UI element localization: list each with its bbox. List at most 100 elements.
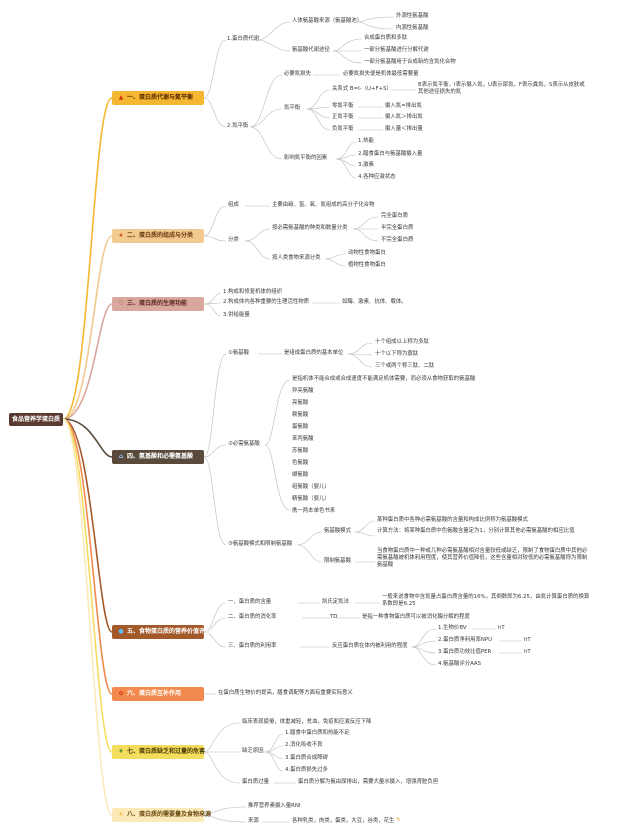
node-s3-f1[interactable]: 1.构成和修复机体的组织: [223, 289, 283, 295]
node-s1-fac-3[interactable]: 3.激素: [358, 162, 374, 168]
node-s7-def[interactable]: 缺乏原因: [242, 748, 264, 754]
node-s4-ess-item[interactable]: 缬氨酸: [292, 472, 309, 478]
node-s4-pattern-d2[interactable]: 计算方法：将某种蛋白质中色氨酸含量定为1，分别计算其他必需氨基酸的相应比值: [377, 528, 575, 534]
node-s2-byaa[interactable]: 按必需氨基酸的种类和数量分类: [272, 225, 348, 231]
section-6[interactable]: ✿六、蛋白质互补作用: [112, 687, 204, 701]
node-s8-src-d[interactable]: 各种乳类，肉类，蛋类，大豆，谷类，花生: [292, 818, 395, 824]
node-s1-src-a[interactable]: 外源性氨基酸: [396, 13, 429, 19]
node-s4-pattern[interactable]: 氨基酸模式: [324, 528, 351, 534]
node-s1-pos[interactable]: 正氮平衡: [332, 114, 354, 120]
node-s5-c1[interactable]: 一、蛋白质的含量: [228, 599, 272, 605]
node-s7-d4[interactable]: 4.蛋白质损失过多: [285, 767, 328, 773]
node-s4-mnemonic[interactable]: 携一两本单色书来: [292, 508, 336, 514]
node-s8-rni[interactable]: 推荐营养素摄入量RNI: [248, 803, 301, 809]
node-s6-d[interactable]: 在蛋白质生物价的提高，膳食调配等方面有重要实际意义: [218, 690, 353, 696]
node-s2-aa1[interactable]: 完全蛋白质: [381, 213, 408, 219]
node-s1-src[interactable]: 人体氨基酸来源（氨基酸池）: [292, 18, 363, 24]
node-s1-nbal[interactable]: 氮平衡: [284, 105, 301, 111]
node-s4-unit[interactable]: 是组成蛋白质的基本单位: [284, 350, 344, 356]
node-s1-zero[interactable]: 零氮平衡: [332, 103, 354, 109]
node-s5-r2-m[interactable]: hT: [524, 637, 531, 643]
node-s2-aa3[interactable]: 不完全蛋白质: [381, 237, 414, 243]
node-s1-pos-d[interactable]: 摄入氮＞排出氮: [385, 114, 423, 120]
node-s7-clin[interactable]: 临床表现疲倦，体重减轻，贫血，免疫和应激反应下降: [242, 719, 372, 725]
node-s5-r1-m[interactable]: hT: [498, 625, 505, 631]
node-s4-limit[interactable]: 限制氨基酸: [324, 558, 351, 564]
node-s4-mode[interactable]: ③氨基酸模式和限制氨基酸: [228, 541, 293, 547]
node-s2-comp-d[interactable]: 主要由碳、氢、氧、氮组成的高分子化合物: [272, 202, 375, 208]
node-s4-ess-item[interactable]: 色氨酸: [292, 460, 309, 466]
node-s1-fac-2[interactable]: 2.膳食蛋白与氨基酸摄入量: [358, 151, 423, 157]
node-s5-r3[interactable]: 3.蛋白质功效比值PER: [438, 649, 492, 655]
section-8[interactable]: ☀八、蛋白质的需要量及食物来源: [112, 808, 211, 822]
node-s4-ess-item[interactable]: 苯丙氨酸: [292, 436, 314, 442]
node-s1-neg-d[interactable]: 摄入量＜排出量: [385, 126, 423, 132]
node-s1-fac-1[interactable]: 1.热能: [358, 138, 374, 144]
node-s2-bysrc[interactable]: 按人类食物来源分类: [272, 255, 321, 261]
section-5[interactable]: ●五、食物蛋白质的营养价值评价: [112, 625, 211, 639]
node-s4-ess-item[interactable]: 异亮氨酸: [292, 388, 314, 394]
node-s5-c1-d[interactable]: 一般来说食物中含氮量占蛋白质含量的16%，其倒数即为6.25，由氮计算蛋白质的换…: [382, 594, 590, 607]
section-7[interactable]: ♦七、蛋白质缺乏和过量的危害: [112, 745, 205, 759]
node-s4-u2[interactable]: 十个以下称为寡肽: [375, 351, 419, 357]
node-s4-u3[interactable]: 三个或两个称三肽、二肽: [375, 363, 435, 369]
node-s5-c2-m[interactable]: TD: [330, 614, 338, 620]
node-s5-r3-m[interactable]: hT: [524, 649, 531, 655]
node-s4-ess[interactable]: ②必需氨基酸: [228, 441, 260, 447]
node-s1-path-a[interactable]: 合成蛋白质和多肽: [364, 35, 408, 41]
section-3[interactable]: ♡三、蛋白质的生理功能: [112, 297, 204, 311]
node-s4-ess-item[interactable]: 苏氨酸: [292, 448, 309, 454]
node-s1-loss-d[interactable]: 必要氮损失便是机体最低需要量: [343, 71, 419, 77]
node-s5-c3[interactable]: 三、蛋白质的利用率: [228, 643, 277, 649]
node-s4-ess-item[interactable]: 蛋氨酸: [292, 424, 309, 430]
node-s1-loss[interactable]: 必要氮损失: [284, 71, 311, 77]
node-s1-formula[interactable]: 关系式 B=I-（U+F+S）: [332, 86, 392, 92]
node-s1-nb[interactable]: 2.氮平衡: [227, 123, 249, 129]
node-s8-src[interactable]: 来源: [248, 818, 259, 824]
node-s2-aa2[interactable]: 半完全蛋白质: [381, 225, 414, 231]
node-s4-limit-d[interactable]: 当食物蛋白质中一种或几种必需氨基酸相对含量较低或缺乏，限制了食物蛋白质中其他必需…: [377, 548, 588, 568]
node-s7-d1[interactable]: 1.膳食中蛋白质和热能不足: [285, 730, 350, 736]
node-s1-path-b[interactable]: 一部分氨基酸进行分解代谢: [364, 47, 429, 53]
node-s1-fac-4[interactable]: 4.各种应激状态: [358, 174, 396, 180]
node-s7-d3[interactable]: 3.蛋白质合成障碍: [285, 755, 328, 761]
node-s2-cls[interactable]: 分类: [228, 237, 239, 243]
node-s2-src2[interactable]: 植物性食物蛋白: [348, 262, 386, 268]
node-s1-metab[interactable]: 1.蛋白质代谢: [227, 36, 260, 42]
node-s4-ess-item[interactable]: 赖氨酸: [292, 412, 309, 418]
node-s4-aa[interactable]: ①氨基酸: [228, 350, 250, 356]
root-topic[interactable]: 食品营养学蛋白质: [9, 413, 63, 426]
node-s2-src1[interactable]: 动物性食物蛋白: [348, 250, 386, 256]
section-2[interactable]: ★二、蛋白质的组成与分类: [112, 229, 204, 243]
section-1[interactable]: ▲一、蛋白质代谢与氮平衡: [112, 91, 204, 105]
node-s4-pattern-d1[interactable]: 某种蛋白质中各种必需氨基酸的含量和构成比例称为氨基酸模式: [377, 517, 528, 523]
node-s5-r2[interactable]: 2.蛋白质净利用率NPU: [438, 637, 493, 643]
node-s4-ess-item[interactable]: 精氨酸（婴儿）: [292, 496, 330, 502]
node-s5-c1-m[interactable]: 凯氏定氮法: [322, 599, 349, 605]
node-s4-ess-def[interactable]: 是指机体不能合成或合成速度不能满足机体需要，而必须从食物获取的氨基酸: [292, 376, 476, 382]
node-s1-formula-d[interactable]: B表示氮平衡，I表示摄入氮，U表示尿氮，F表示粪氮，S表示从皮肤或其他途径损失的…: [418, 82, 585, 95]
node-s7-excess-d[interactable]: 蛋白质分解为氨由尿排出，需要大量水摄入，增强肾脏负担: [298, 779, 439, 785]
node-s1-fac[interactable]: 影响氮平衡的因素: [284, 155, 328, 161]
node-s1-neg[interactable]: 负氮平衡: [332, 126, 354, 132]
node-s1-src-b[interactable]: 内源性氨基酸: [396, 25, 429, 31]
node-s2-comp[interactable]: 组成: [228, 202, 239, 208]
section-4[interactable]: ⌂四、氨基酸和必需氨基酸: [112, 450, 204, 464]
node-s4-ess-item[interactable]: 亮氨酸: [292, 400, 309, 406]
node-s3-f2-d[interactable]: 如酶、激素、抗体、载体。: [342, 299, 407, 305]
heart-icon: ♡: [118, 300, 124, 307]
node-s1-zero-d[interactable]: 摄入氮=排出氮: [385, 103, 422, 109]
node-s3-f2[interactable]: 2.构成体内各种重要的生理活性物质: [223, 299, 310, 305]
node-s5-c3-m[interactable]: 反应蛋白质在体内被利用的程度: [332, 643, 408, 649]
node-s5-r1[interactable]: 1.生物价BV: [438, 625, 467, 631]
node-s4-ess-item[interactable]: 组氨酸（婴儿）: [292, 484, 330, 490]
node-s1-path-c[interactable]: 一部分氨基酸用于合成新的含氮化合物: [364, 59, 456, 65]
node-s7-d2[interactable]: 2.消化吸收不良: [285, 742, 323, 748]
node-s7-excess[interactable]: 蛋白质过量: [242, 779, 269, 785]
node-s1-path[interactable]: 氨基酸代谢途径: [292, 47, 330, 53]
node-s5-c2-d[interactable]: 是指一种食物蛋白质可以被消化酶分解的程度: [362, 614, 470, 620]
node-s5-c2[interactable]: 二、蛋白质的消化率: [228, 614, 277, 620]
node-s3-f3[interactable]: 3.供给能量: [223, 312, 250, 318]
node-s5-r4[interactable]: 4.氨基酸评分AAS: [438, 661, 482, 667]
node-s4-u1[interactable]: 十个组成以上称为多肽: [375, 339, 429, 345]
